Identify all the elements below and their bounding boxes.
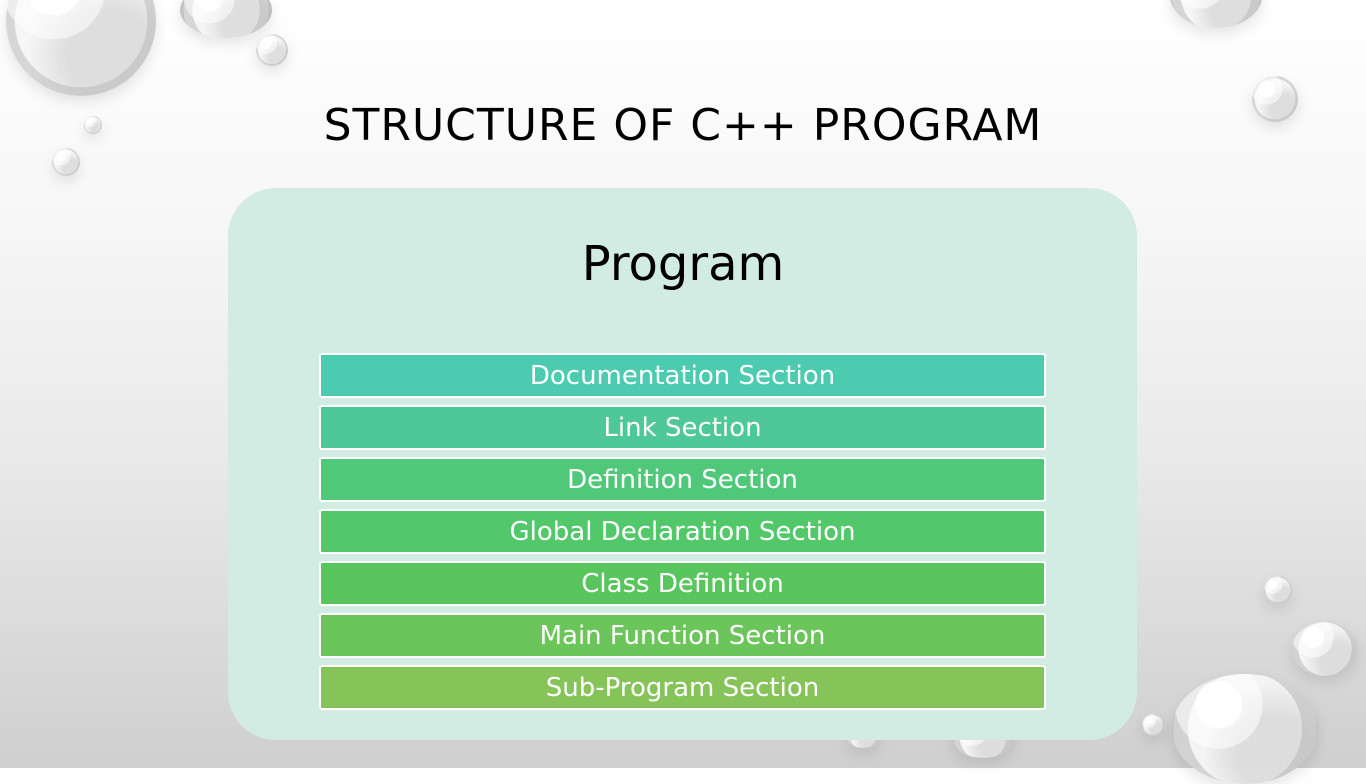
section-main-function: Main Function Section — [319, 613, 1046, 658]
droplet — [52, 148, 80, 176]
section-label: Class Definition — [581, 568, 784, 599]
section-class-definition: Class Definition — [319, 561, 1046, 606]
slide-title: STRUCTURE OF C++ PROGRAM — [323, 100, 1043, 151]
droplet — [1292, 622, 1358, 676]
section-label: Link Section — [603, 412, 762, 443]
section-sub-program: Sub-Program Section — [319, 665, 1046, 710]
section-stack: Documentation Section Link Section Defin… — [319, 353, 1046, 710]
section-label: Sub-Program Section — [545, 672, 820, 703]
section-label: Definition Section — [567, 464, 798, 495]
section-link: Link Section — [319, 405, 1046, 450]
section-label: Documentation Section — [529, 360, 836, 391]
section-label: Global Declaration Section — [509, 516, 856, 547]
section-documentation: Documentation Section — [319, 353, 1046, 398]
section-definition: Definition Section — [319, 457, 1046, 502]
droplet — [1264, 576, 1292, 604]
panel-title: Program — [581, 236, 785, 292]
droplet — [6, 0, 156, 96]
section-global-declaration: Global Declaration Section — [319, 509, 1046, 554]
section-label: Main Function Section — [539, 620, 826, 651]
droplet — [1142, 714, 1164, 736]
droplet — [256, 34, 288, 66]
droplet — [1170, 0, 1262, 28]
droplet — [180, 0, 272, 38]
